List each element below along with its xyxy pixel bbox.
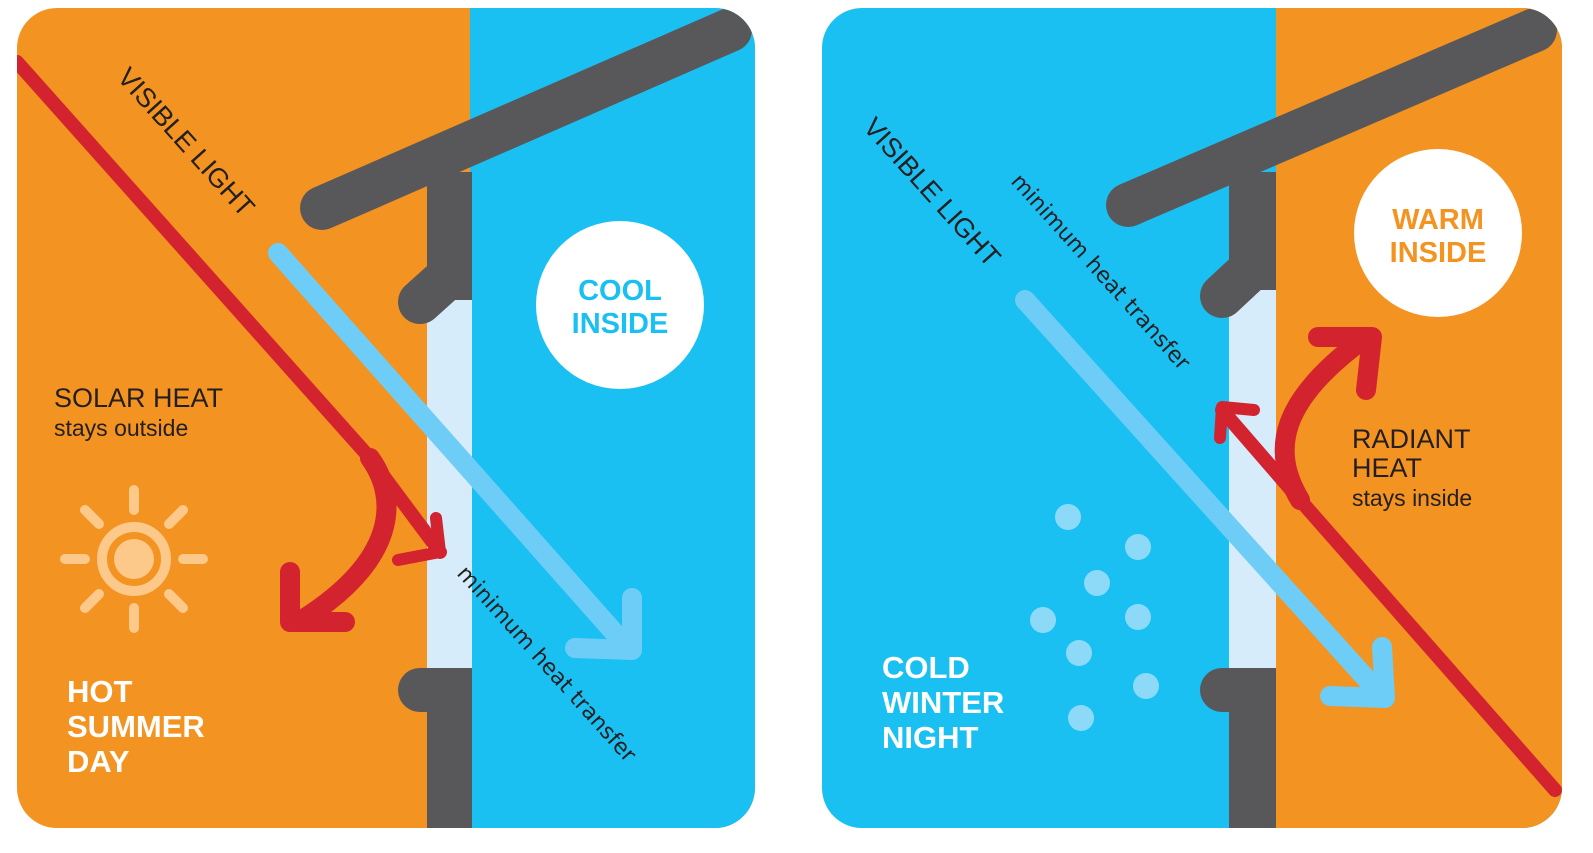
solar-heat-subtitle: stays outside [54, 415, 188, 441]
warm-inside-badge [1354, 149, 1522, 317]
winter-caption-line2: WINTER [882, 685, 1004, 720]
window-glass [427, 300, 472, 680]
radiant-heat-subtitle: stays inside [1352, 485, 1472, 511]
visible-light-arrow [1015, 290, 1395, 708]
radiant-heat-arrow [1214, 327, 1562, 797]
radiant-heat-title-line2: HEAT [1352, 453, 1422, 483]
warm-inside-label-line2: INSIDE [1390, 237, 1487, 269]
summer-panel: COOL INSIDE VISIBLE LIGHT SOLAR HEAT sta… [17, 8, 755, 828]
solar-heat-title: SOLAR HEAT [54, 383, 223, 413]
summer-caption-line1: HOT [67, 674, 133, 709]
winter-caption-line1: COLD [882, 650, 970, 685]
cool-inside-label-line1: COOL [578, 275, 662, 307]
window-frame [1106, 8, 1557, 828]
window-frame [300, 8, 752, 828]
summer-caption-line2: SUMMER [67, 709, 205, 744]
summer-caption-line3: DAY [67, 744, 130, 779]
winter-panel: WARM INSIDE VISIBLE LIGHT minimum heat t… [822, 8, 1562, 828]
cool-inside-label-line2: INSIDE [572, 308, 669, 340]
cool-inside-badge [536, 221, 704, 389]
snowflakes-icon [1030, 504, 1159, 731]
visible-light-arrow [268, 243, 642, 660]
solar-heat-arrow [17, 55, 447, 632]
sun-icon [60, 485, 208, 633]
window-glass [1229, 290, 1276, 680]
warm-inside-label-line1: WARM [1392, 204, 1484, 236]
winter-caption-line3: NIGHT [882, 720, 979, 755]
radiant-heat-title-line1: RADIANT [1352, 424, 1471, 454]
